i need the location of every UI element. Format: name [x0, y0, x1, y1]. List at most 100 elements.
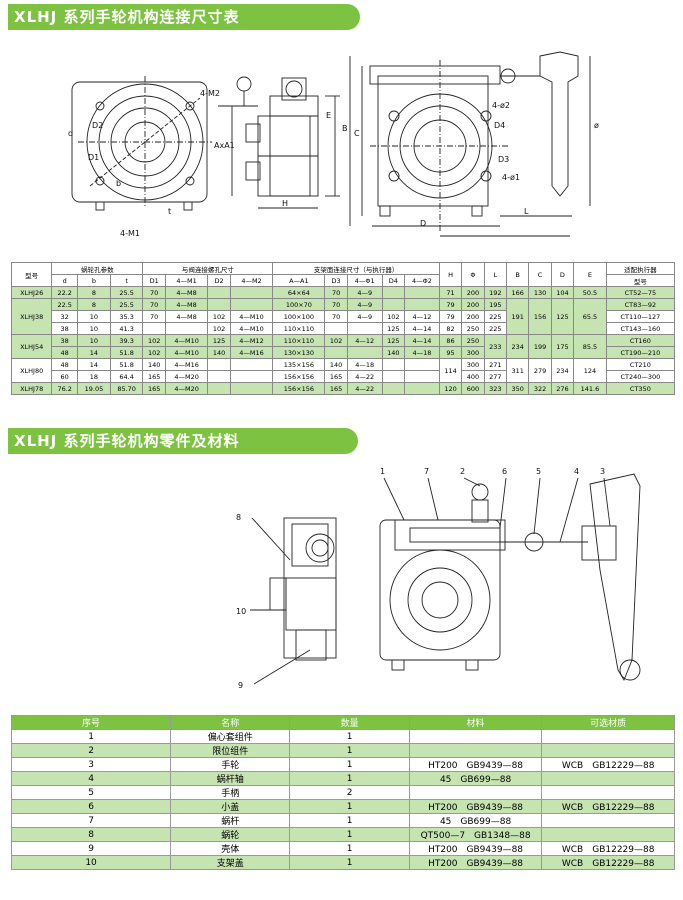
- col-bracket: 支架面连接尺寸（与执行器）: [272, 262, 440, 275]
- dim-cell: [229, 298, 274, 311]
- col-4-M1: 4—M1: [164, 274, 209, 287]
- dimension-drawing: 4-M2 D2 d D1 b t 4-M1 AxA1 E H B C 4-ø2 …: [68, 51, 599, 238]
- dim-cell: 104: [550, 286, 575, 299]
- dim-cell: [404, 286, 440, 299]
- dim-cell: 38: [51, 334, 79, 347]
- dim-cell: 165: [324, 370, 348, 383]
- col-L: L: [483, 262, 507, 287]
- dim-cell: 200: [461, 298, 485, 311]
- dim-cell: 323: [483, 382, 507, 395]
- dim-cell: 10: [77, 322, 111, 335]
- dim-cell: [164, 322, 209, 335]
- part-cell: 蜗杆: [170, 813, 291, 828]
- dim-cell: 100×70: [272, 298, 326, 311]
- dim-cell: 18: [77, 370, 111, 383]
- part-cell: [541, 785, 675, 800]
- part-cell: 6: [10, 799, 172, 814]
- dim-cell: 165: [142, 382, 166, 395]
- dim-cell: 125: [381, 322, 406, 335]
- dim-cell: 276: [550, 382, 575, 395]
- dim-cell: 175: [550, 334, 575, 359]
- part-cell: 1: [10, 729, 172, 744]
- dim-cell: 86: [438, 334, 463, 347]
- dim-cell: 4—14: [404, 334, 440, 347]
- dim-cell: [404, 298, 440, 311]
- part-cell: 1: [289, 799, 410, 814]
- col-D2: D2: [207, 274, 231, 287]
- part-cell: 1: [289, 855, 410, 870]
- dim-cell: CT52—75: [605, 286, 676, 299]
- part-cell: WCB GB12229—88: [541, 799, 675, 814]
- dim-cell-model: XLHJ54: [10, 334, 53, 359]
- dim-cell: 48: [51, 346, 79, 359]
- dim-cell: 10: [77, 310, 111, 323]
- part-label-3: 3: [600, 467, 605, 476]
- dim-cell: [229, 358, 274, 371]
- dim-cell: [346, 346, 383, 359]
- part-cell: 小盖: [170, 799, 291, 814]
- dim-cell: 14: [77, 346, 111, 359]
- dim-cell: [207, 298, 231, 311]
- col-E: E: [573, 262, 607, 287]
- dimension-table: 型号 蜗轮孔参数 与阀连接螺孔尺寸 支架面连接尺寸（与执行器） H Φ L B …: [10, 262, 676, 395]
- dim-cell: 4—18: [404, 346, 440, 359]
- dim-cell: 25.5: [109, 286, 144, 299]
- part-cell: [541, 743, 675, 758]
- dim-cell: 4—M16: [164, 358, 209, 371]
- col-actuator-model: 型号: [605, 274, 676, 287]
- label-d: d: [68, 129, 73, 138]
- part-label-7: 7: [424, 467, 429, 476]
- dim-cell: 350: [505, 382, 530, 395]
- dim-cell: [207, 370, 231, 383]
- dim-cell: 32: [51, 310, 79, 323]
- part-cell: 蜗杆轴: [170, 771, 291, 786]
- part-cell: 1: [289, 729, 410, 744]
- dim-cell: 279: [528, 358, 552, 383]
- part-cell: [541, 729, 675, 744]
- dim-cell: 70: [324, 298, 348, 311]
- col-phi: Φ: [461, 262, 485, 287]
- dim-cell: 22.2: [51, 286, 79, 299]
- part-cell: [408, 743, 543, 758]
- dim-cell: 135×156: [272, 358, 326, 371]
- part-cell: WCB GB12229—88: [541, 757, 675, 772]
- label-4-o1: 4-ø1: [502, 173, 520, 182]
- dim-cell: 95: [438, 346, 463, 359]
- dim-cell: 19.05: [77, 382, 111, 395]
- dim-cell: [229, 382, 274, 395]
- col-B: B: [505, 262, 530, 287]
- dim-cell: 70: [324, 310, 348, 323]
- dim-cell: 8: [77, 286, 111, 299]
- dim-cell: 156: [528, 298, 552, 335]
- dim-cell: CT240—300: [605, 370, 676, 383]
- dim-cell: 4—M12: [229, 334, 274, 347]
- dim-cell: 4—22: [346, 382, 383, 395]
- dim-cell: 192: [483, 286, 507, 299]
- col-d: d: [51, 274, 79, 287]
- dim-cell: 48: [51, 358, 79, 371]
- label-4-M2: 4-M2: [200, 89, 220, 98]
- dim-cell: [381, 382, 406, 395]
- dim-cell: 600: [461, 382, 485, 395]
- dim-cell: 4—M20: [164, 382, 209, 395]
- dim-cell: 271: [483, 358, 507, 371]
- part-label-10: 10: [236, 607, 246, 616]
- dimensions-title-banner: XLHJ 系列手轮机构连接尺寸表: [8, 4, 360, 30]
- part-cell: 2: [289, 785, 410, 800]
- dim-cell: 4—9: [346, 310, 383, 323]
- dim-cell: 140: [207, 346, 231, 359]
- dim-cell: 166: [505, 286, 530, 299]
- dim-cell: 250: [461, 322, 485, 335]
- part-cell: 10: [10, 855, 172, 870]
- dim-cell: CT190—210: [605, 346, 676, 359]
- part-cell: 5: [10, 785, 172, 800]
- dim-cell: [381, 298, 406, 311]
- part-label-5: 5: [536, 467, 541, 476]
- dim-cell: 130: [528, 286, 552, 299]
